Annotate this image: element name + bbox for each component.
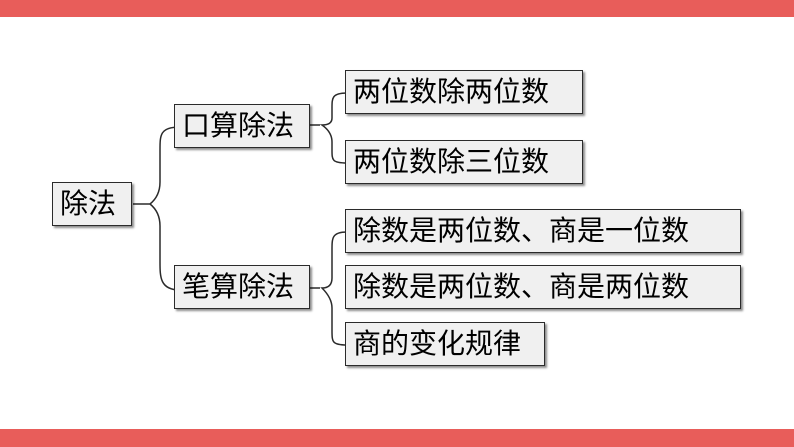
- branch2-brace: [310, 231, 348, 346]
- leaf-node: 两位数除两位数: [345, 70, 583, 114]
- leaf-node-label: 两位数除三位数: [353, 145, 550, 178]
- branch1-brace: [310, 92, 348, 164]
- root-node-label: 除法: [60, 187, 117, 220]
- leaf-node: 除数是两位数、商是两位数: [345, 265, 741, 309]
- leaf-node: 商的变化规律: [345, 322, 545, 366]
- leaf-node: 两位数除三位数: [345, 140, 583, 184]
- leaf-node: 除数是两位数、商是一位数: [345, 209, 741, 253]
- branch-node-written-division: 笔算除法: [174, 265, 310, 309]
- leaf-node-label: 除数是两位数、商是一位数: [353, 214, 690, 247]
- bottom-accent-bar: [0, 429, 794, 447]
- leaf-node-label: 商的变化规律: [353, 327, 522, 360]
- root-node: 除法: [52, 182, 132, 226]
- leaf-node-label: 两位数除两位数: [353, 75, 550, 108]
- branch-node-label: 口算除法: [182, 109, 295, 142]
- top-accent-bar: [0, 0, 794, 17]
- leaf-node-label: 除数是两位数、商是两位数: [353, 270, 690, 303]
- branch-node-mental-division: 口算除法: [174, 104, 310, 148]
- root-brace: [133, 126, 181, 291]
- branch-node-label: 笔算除法: [182, 270, 295, 303]
